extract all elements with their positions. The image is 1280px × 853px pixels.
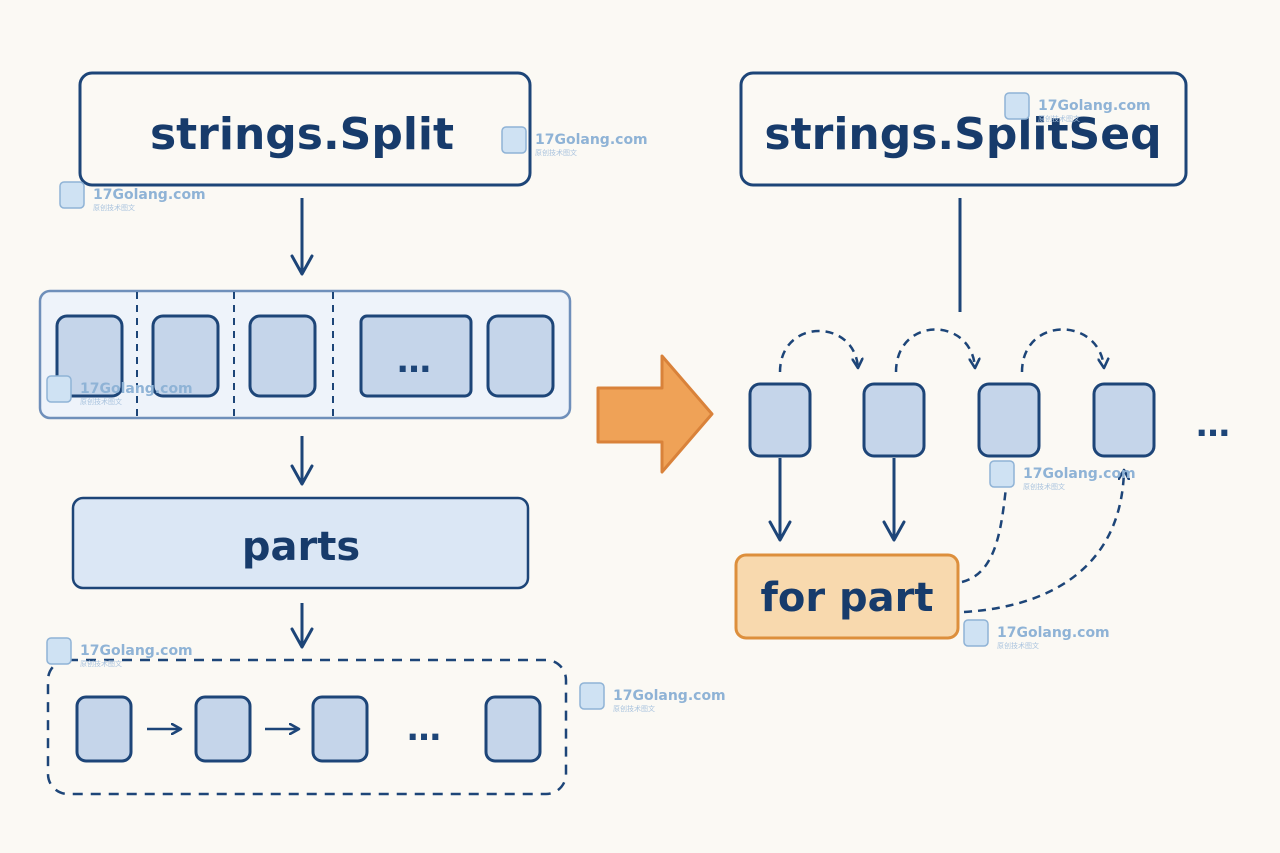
array-ellipsis: … — [397, 341, 435, 381]
svg-text:原创技术图文: 原创技术图文 — [613, 704, 655, 713]
array-element — [55, 314, 124, 398]
request-next-arrow — [961, 470, 1008, 584]
svg-text:原创技术图文: 原创技术图文 — [1023, 482, 1065, 491]
sequence-element — [862, 382, 926, 458]
array-element-wide — [359, 314, 473, 398]
watermark: 17Golang.com 原创技术图文 — [1004, 92, 1151, 123]
splitseq-title: strings.SplitSeq — [764, 109, 1161, 160]
array-element — [486, 314, 555, 398]
parts-box: parts — [71, 496, 530, 590]
watermark: 17Golang.com 原创技术图文 — [989, 460, 1136, 491]
iteration-element — [75, 695, 133, 763]
svg-text:原创技术图文: 原创技术图文 — [997, 641, 1039, 650]
iteration-element — [311, 695, 369, 763]
for-part-label: for part — [760, 575, 933, 621]
substring-array: … — [38, 289, 572, 420]
split-title-box: strings.Split — [78, 71, 532, 187]
iteration-element — [484, 695, 542, 763]
watermark: 17Golang.com 原创技术图文 — [963, 619, 1110, 650]
next-arrow — [778, 329, 858, 373]
svg-text:17Golang.com: 17Golang.com — [80, 381, 193, 397]
svg-text:原创技术图文: 原创技术图文 — [80, 659, 122, 668]
sequence-element — [748, 382, 812, 458]
lazy-sequence: … — [748, 382, 1234, 458]
array-element — [151, 314, 220, 398]
watermark: 17Golang.com 原创技术图文 — [579, 682, 726, 713]
svg-text:17Golang.com: 17Golang.com — [1023, 466, 1136, 482]
watermark: 17Golang.com 原创技术图文 — [59, 181, 206, 212]
transform-arrow — [596, 354, 714, 474]
svg-text:17Golang.com: 17Golang.com — [613, 688, 726, 704]
svg-text:原创技术图文: 原创技术图文 — [93, 203, 135, 212]
iteration-element — [194, 695, 252, 763]
svg-text:17Golang.com: 17Golang.com — [80, 643, 193, 659]
array-element — [248, 314, 317, 398]
parts-label: parts — [242, 524, 360, 570]
for-part-loop-box: for part — [734, 553, 960, 640]
sequence-ellipsis: … — [1196, 405, 1234, 445]
split-title: strings.Split — [150, 109, 454, 160]
watermark: 17Golang.com 原创技术图文 — [46, 375, 193, 406]
watermark: 17Golang.com 原创技术图文 — [501, 126, 648, 157]
next-arrow — [894, 328, 975, 373]
sequence-element — [1092, 382, 1156, 458]
sequence-element — [977, 382, 1041, 458]
svg-text:17Golang.com: 17Golang.com — [1038, 98, 1151, 114]
svg-text:17Golang.com: 17Golang.com — [535, 132, 648, 148]
parts-iteration: … — [46, 658, 568, 796]
svg-text:原创技术图文: 原创技术图文 — [80, 397, 122, 406]
svg-text:17Golang.com: 17Golang.com — [93, 187, 206, 203]
svg-text:原创技术图文: 原创技术图文 — [1038, 114, 1080, 123]
request-next-arrow — [963, 470, 1124, 614]
svg-text:17Golang.com: 17Golang.com — [997, 625, 1110, 641]
svg-text:原创技术图文: 原创技术图文 — [535, 148, 577, 157]
splitseq-title-box: strings.SplitSeq — [739, 71, 1188, 187]
next-arrow — [1020, 328, 1104, 373]
watermark: 17Golang.com 原创技术图文 — [46, 637, 193, 668]
iteration-ellipsis: … — [407, 709, 445, 749]
